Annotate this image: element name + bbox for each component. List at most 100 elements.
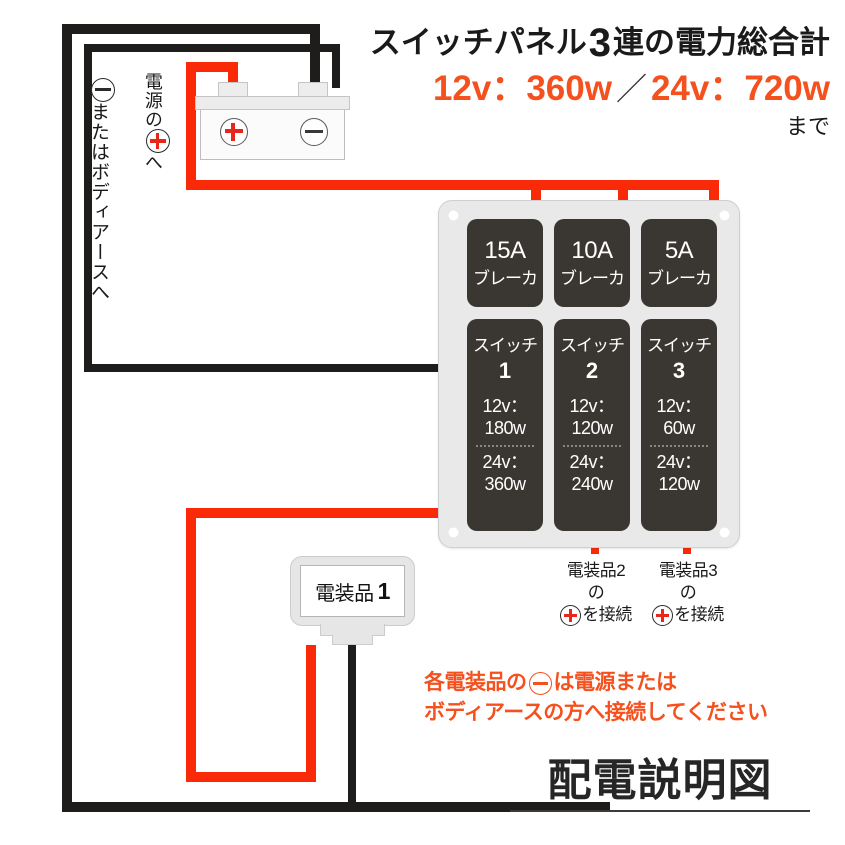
breaker-2-label: ブレーカ	[560, 268, 625, 288]
switch-1-rating-divider	[476, 445, 534, 448]
black-wire-inner-top	[84, 44, 340, 52]
wiring-note-line2: ボディアースの方へ接続してください	[424, 701, 768, 725]
ground-wire-label-text: またはボディアースへ	[87, 102, 109, 302]
switch-3[interactable]: スイッチ 3 12v： 60w 24v： 120w	[641, 319, 717, 531]
rating-separator: ／	[615, 72, 647, 107]
switch-1-24v-label: 24v：	[482, 452, 528, 473]
breaker-3-amp: 5A	[664, 236, 694, 264]
annotation-device-3-line2: の	[679, 583, 697, 603]
switch-2[interactable]: スイッチ 2 12v： 120w 24v： 240w	[554, 319, 630, 531]
breaker-2[interactable]: 10A ブレーカ	[554, 219, 630, 307]
black-wire-outer-drop	[310, 24, 320, 86]
switch-3-rating-divider	[650, 445, 708, 448]
panel-screw-top-right	[719, 210, 730, 221]
header-title: スイッチパネル3連の電力総合計	[360, 20, 830, 66]
breaker-3[interactable]: 5A ブレーカ	[641, 219, 717, 307]
breaker-1[interactable]: 15A ブレーカ	[467, 219, 543, 307]
diagram-title: 配電説明図	[547, 756, 773, 805]
black-wire-to-switch-1	[84, 364, 480, 372]
red-wire-left-drop	[186, 62, 196, 182]
rating-12v: 12v：360w	[432, 69, 612, 108]
rating-24v: 24v：720w	[650, 69, 830, 108]
red-wire-switch1-to-device	[186, 772, 316, 782]
annotation-device-3-line1: 電装品3	[658, 561, 718, 580]
panel-column-1: 15A ブレーカ スイッチ 1 12v： 180w 24v： 360w	[467, 219, 543, 531]
switch-2-rating-divider	[563, 445, 621, 448]
breaker-1-label: ブレーカ	[473, 268, 538, 288]
black-wire-outer-bottom	[62, 802, 610, 812]
diagram-title-underline	[510, 810, 810, 813]
panel-column-2: 10A ブレーカ スイッチ 2 12v： 120w 24v： 240w	[554, 219, 630, 531]
power-wire-label-top: 電源の	[142, 72, 163, 129]
red-wire-battery-top	[186, 62, 238, 72]
switch-1-word: スイッチ	[473, 336, 538, 355]
switch-3-12v-label: 12v：	[656, 396, 702, 417]
annotation-device-2-line1: 電装品2	[566, 561, 626, 580]
switch-2-word: スイッチ	[560, 336, 625, 355]
panel-column-3: 5A ブレーカ スイッチ 3 12v： 60w 24v： 120w	[641, 219, 717, 531]
switch-3-12v-watt: 60w	[663, 418, 695, 439]
switch-1-12v-watt: 180w	[484, 418, 526, 439]
annotation-device-2-line3: を接続	[582, 605, 632, 625]
device-1-plug	[332, 635, 373, 645]
header-total-rating: 12v：360w／24v：720w	[360, 68, 830, 110]
device1-black-wire	[348, 645, 356, 810]
annotation-device-3-line3-wrap: を接続	[640, 604, 736, 627]
header-suffix-note: まで	[785, 114, 830, 139]
switch-1-24v-watt: 360w	[484, 474, 526, 495]
diagram-title-block: 配電説明図	[510, 756, 810, 813]
annotation-device-2-line3-wrap: を接続	[548, 604, 644, 627]
red-wire-switch1-out	[186, 508, 486, 518]
switch-1-ratings: 12v： 180w 24v： 360w	[475, 396, 535, 496]
device-1-label-text: 電装品	[315, 582, 374, 605]
wiring-note-line1: 各電装品のは電源または	[424, 668, 824, 698]
ground-wire-label: またはボディアースへ	[88, 78, 115, 302]
switch-1-12v-label: 12v：	[482, 396, 528, 417]
black-wire-outer-top	[62, 24, 320, 34]
breaker-1-amp: 15A	[484, 236, 526, 264]
device-1-number: 1	[377, 577, 391, 604]
device1-red-wire	[306, 645, 316, 782]
switch-3-24v-label: 24v：	[656, 452, 702, 473]
switch-2-ratings: 12v： 120w 24v： 240w	[562, 396, 622, 496]
switch-2-12v-watt: 120w	[571, 418, 613, 439]
annotation-device-2-line2: の	[587, 583, 605, 603]
switch-2-number: 2	[585, 357, 599, 383]
red-wire-battery-riser	[228, 62, 238, 96]
switch-3-24v-watt: 120w	[658, 474, 700, 495]
header-title-suffix: 連の電力総合計	[613, 25, 830, 60]
switch-1[interactable]: スイッチ 1 12v： 180w 24v： 360w	[467, 319, 543, 531]
switch-3-ratings: 12v： 60w 24v： 120w	[649, 396, 709, 496]
panel-screw-bottom-left	[448, 527, 459, 538]
panel-screw-bottom-right	[719, 527, 730, 538]
panel-screw-top-left	[448, 210, 459, 221]
wiring-note-line1-a: 各電装品の	[424, 671, 527, 694]
annotation-device-3-line3: を接続	[674, 605, 724, 625]
black-wire-outer-left	[62, 24, 72, 812]
wiring-note: 各電装品のは電源または ボディアースの方へ接続してください	[424, 668, 824, 729]
black-wire-inner-drop	[332, 44, 340, 88]
switch-2-24v-watt: 240w	[571, 474, 613, 495]
plus-terminal-icon	[560, 605, 582, 627]
minus-terminal-icon	[528, 671, 552, 695]
red-wire-main-bus	[186, 180, 719, 190]
switch-2-24v-label: 24v：	[569, 452, 615, 473]
battery-positive-terminal-icon	[220, 118, 248, 146]
header-title-prefix: スイッチパネル	[369, 25, 587, 60]
black-wire-inner-left	[84, 44, 92, 372]
switch-2-12v-label: 12v：	[569, 396, 615, 417]
plus-terminal-icon	[652, 605, 674, 627]
annotation-device-3: 電装品3 の を接続	[640, 560, 736, 627]
battery-negative-terminal-icon	[300, 118, 328, 146]
switch-panel: 15A ブレーカ スイッチ 1 12v： 180w 24v： 360w 10A …	[438, 200, 740, 548]
red-wire-switch1-down	[186, 508, 196, 782]
breaker-2-amp: 10A	[571, 236, 613, 264]
minus-terminal-icon	[90, 78, 115, 102]
header-title-count: 3	[588, 21, 611, 65]
annotation-device-2: 電装品2 の を接続	[548, 560, 644, 627]
switch-1-number: 1	[498, 357, 512, 383]
battery-cap	[195, 96, 350, 110]
